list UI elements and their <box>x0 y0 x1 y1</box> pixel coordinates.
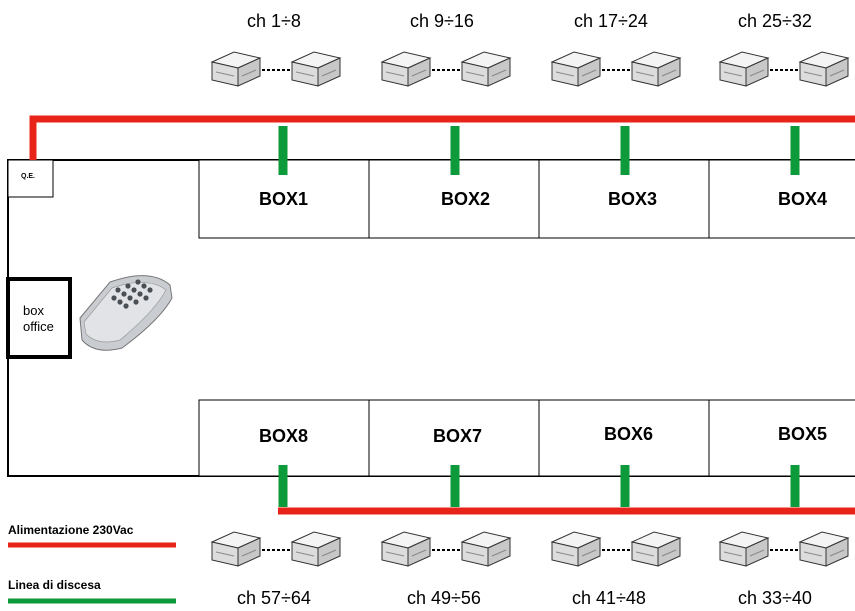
channel-label-top-4: ch 25÷32 <box>738 11 812 31</box>
legend-power-label: Alimentazione 230Vac <box>8 523 134 537</box>
cell-box7 <box>368 399 540 477</box>
cell-box4 <box>708 159 855 239</box>
junction-box-pair-6 <box>552 532 680 566</box>
box-label-8: BOX8 <box>259 426 309 446</box>
channel-label-top-3: ch 17÷24 <box>574 11 648 31</box>
channel-label-bottom-2: ch 49÷56 <box>407 588 481 608</box>
box-label-1: BOX1 <box>259 189 309 209</box>
box-label-2: BOX2 <box>441 189 491 209</box>
qe-label: Q.E. <box>21 173 36 180</box>
box-label-6: BOX6 <box>604 424 654 444</box>
junction-box-pair-3 <box>552 52 680 86</box>
box-label-3: BOX3 <box>608 189 658 209</box>
box-office-line1: box <box>23 303 44 318</box>
junction-box-pair-8 <box>212 532 340 566</box>
box-office-label: box office <box>23 303 54 335</box>
keypad-remote-icon <box>79 275 173 351</box>
channel-label-top-1: ch 1÷8 <box>247 11 301 31</box>
box-label-5: BOX5 <box>778 424 828 444</box>
junction-box-pair-5 <box>720 532 848 566</box>
box-office-line2: office <box>23 319 54 334</box>
cell-box6 <box>538 399 710 477</box>
power-line-top <box>29 115 855 160</box>
legend-drop-label: Linea di discesa <box>8 578 101 592</box>
box-label-4: BOX4 <box>778 189 828 209</box>
junction-box-pair-7 <box>382 532 510 566</box>
channel-label-top-2: ch 9÷16 <box>410 11 474 31</box>
cell-box8 <box>198 399 370 477</box>
cell-box5 <box>708 399 855 477</box>
channel-label-bottom-1: ch 57÷64 <box>237 588 311 608</box>
junction-box-pair-4 <box>720 52 848 86</box>
channel-label-bottom-4: ch 33÷40 <box>738 588 812 608</box>
junction-box-pair-2 <box>382 52 510 86</box>
box-label-7: BOX7 <box>433 426 483 446</box>
channel-label-bottom-3: ch 41÷48 <box>572 588 646 608</box>
box-office-frame <box>6 277 72 359</box>
junction-box-pair-1 <box>212 52 340 86</box>
